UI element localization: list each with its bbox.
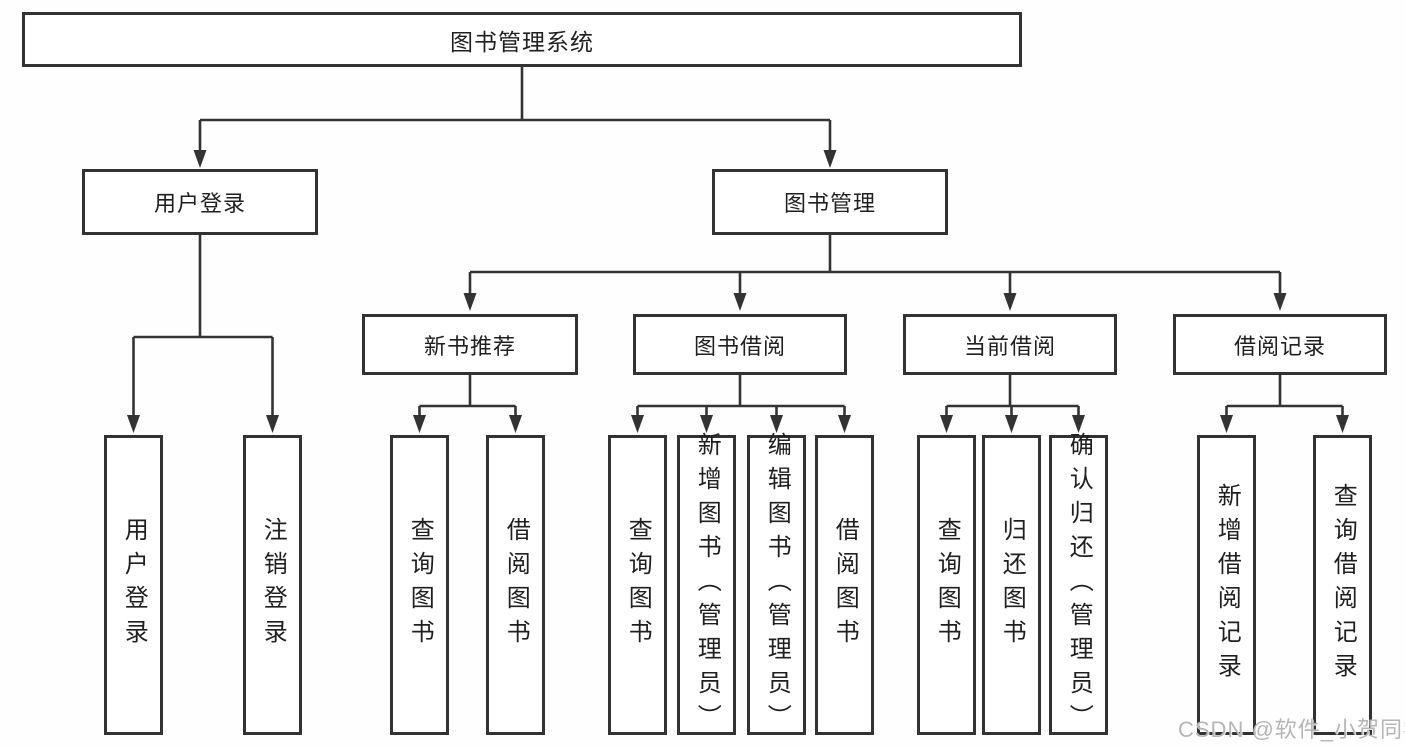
node-label: 新增图书（管理员） <box>693 432 721 738</box>
node-user-login: 用户登录 <box>82 169 318 235</box>
node-label: 新增借阅记录 <box>1213 483 1241 687</box>
node-user-login-leaf: 用户登录 <box>104 435 163 735</box>
node-cb-query-books: 查询图书 <box>917 435 976 735</box>
node-br-add-record: 新增借阅记录 <box>1197 435 1256 735</box>
node-label: 用户登录 <box>153 191 246 216</box>
node-label: 图书借阅 <box>693 333 786 359</box>
node-label: 归还图书 <box>998 517 1026 653</box>
node-borrowing-records: 借阅记录 <box>1173 314 1387 375</box>
node-label: 借阅记录 <box>1233 333 1326 359</box>
node-current-borrowing: 当前借阅 <box>903 314 1117 375</box>
node-library-management-system: 图书管理系统 <box>22 12 1022 67</box>
node-bb-edit-books-admin: 编辑图书（管理员） <box>747 432 806 738</box>
node-label: 查询图书 <box>406 517 434 653</box>
node-cb-return-books: 归还图书 <box>982 435 1041 735</box>
node-book-management: 图书管理 <box>712 169 948 235</box>
node-bb-query-books: 查询图书 <box>608 435 667 735</box>
node-label: 图书管理系统 <box>450 28 594 55</box>
node-label: 图书管理 <box>783 191 876 216</box>
node-bb-borrow-books: 借阅图书 <box>815 435 874 735</box>
node-label: 借阅图书 <box>831 517 859 653</box>
csdn-watermark: CSDN @软件_小贺同学 <box>1178 717 1405 742</box>
node-label: 查询图书 <box>933 517 961 653</box>
node-label: 用户登录 <box>120 517 148 653</box>
node-cb-confirm-return-admin: 确认归还（管理员） <box>1049 432 1108 738</box>
node-label: 注销登录 <box>259 517 287 653</box>
node-nb-borrow-books: 借阅图书 <box>486 435 545 735</box>
node-label: 编辑图书（管理员） <box>763 432 791 738</box>
node-label: 当前借阅 <box>963 333 1056 359</box>
node-label: 确认归还（管理员） <box>1065 432 1093 738</box>
node-label: 新书推荐 <box>423 333 516 359</box>
node-bb-add-books-admin: 新增图书（管理员） <box>677 432 736 738</box>
node-label: 查询借阅记录 <box>1329 483 1357 687</box>
node-label: 借阅图书 <box>502 517 530 653</box>
node-new-book-recommend: 新书推荐 <box>362 314 578 375</box>
node-logout: 注销登录 <box>243 435 302 735</box>
node-nb-query-books: 查询图书 <box>390 435 449 735</box>
node-br-query-record: 查询借阅记录 <box>1313 435 1372 735</box>
node-label: 查询图书 <box>624 517 652 653</box>
node-book-borrowing: 图书借阅 <box>633 314 847 375</box>
